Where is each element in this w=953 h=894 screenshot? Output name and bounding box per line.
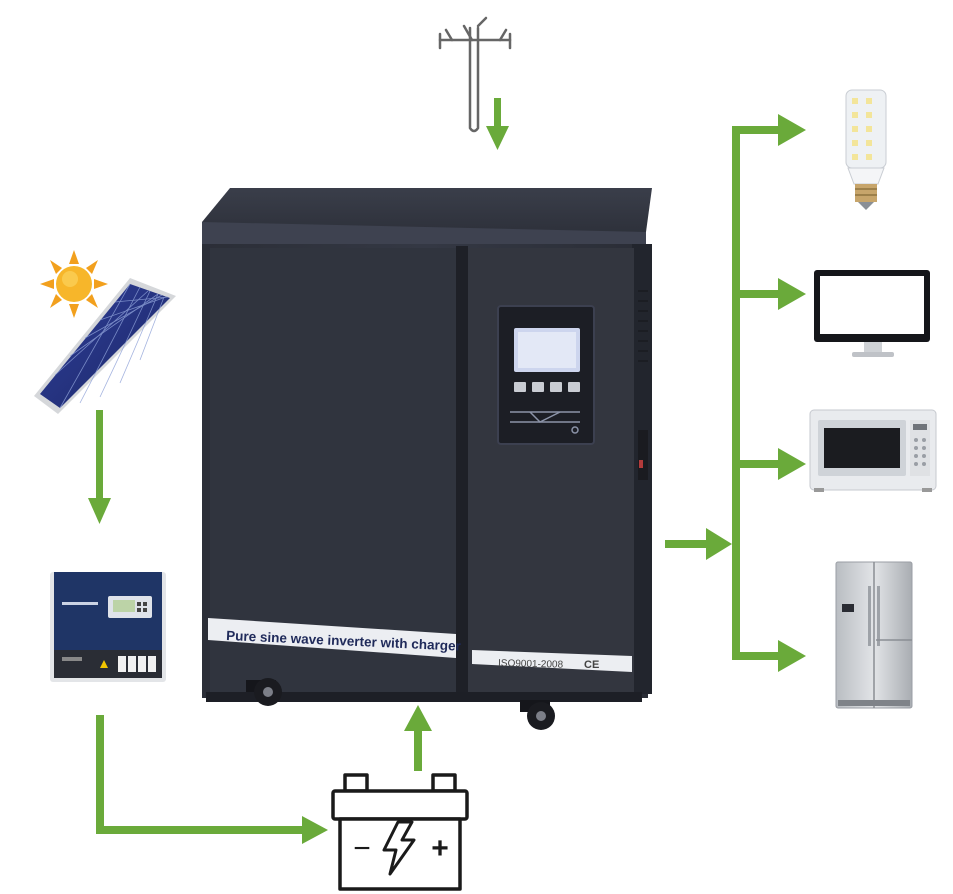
arrow-grid-to-inverter xyxy=(486,98,509,150)
inverter-control-panel xyxy=(497,305,595,445)
charge-controller-icon xyxy=(50,572,166,682)
battery-icon xyxy=(331,773,469,891)
refrigerator-icon xyxy=(835,561,913,709)
battery-plus-label: + xyxy=(431,832,449,865)
inverter-cert-label: ISO9001-2008 xyxy=(498,658,564,671)
flow-indicator-icon xyxy=(510,411,580,434)
control-panel-buttons xyxy=(514,382,580,392)
monitor-icon xyxy=(814,270,930,357)
load-distribution-bus xyxy=(732,114,806,672)
ce-mark: CE xyxy=(584,659,599,671)
arrow-inverter-to-loads xyxy=(665,528,732,560)
sun-icon xyxy=(40,250,108,318)
flow-arrows xyxy=(88,98,806,844)
inverter-cabinet xyxy=(202,188,652,730)
microwave-icon xyxy=(809,409,937,492)
led-bulb-icon xyxy=(845,89,887,210)
utility-pole-icon xyxy=(438,16,512,133)
caster-wheels xyxy=(246,678,555,730)
arrow-solar-to-controller xyxy=(88,410,111,524)
arrow-battery-to-inverter xyxy=(404,705,432,771)
solar-panel-icon xyxy=(34,278,176,414)
arrow-controller-to-battery xyxy=(96,715,328,844)
battery-minus-label: − xyxy=(353,832,371,865)
